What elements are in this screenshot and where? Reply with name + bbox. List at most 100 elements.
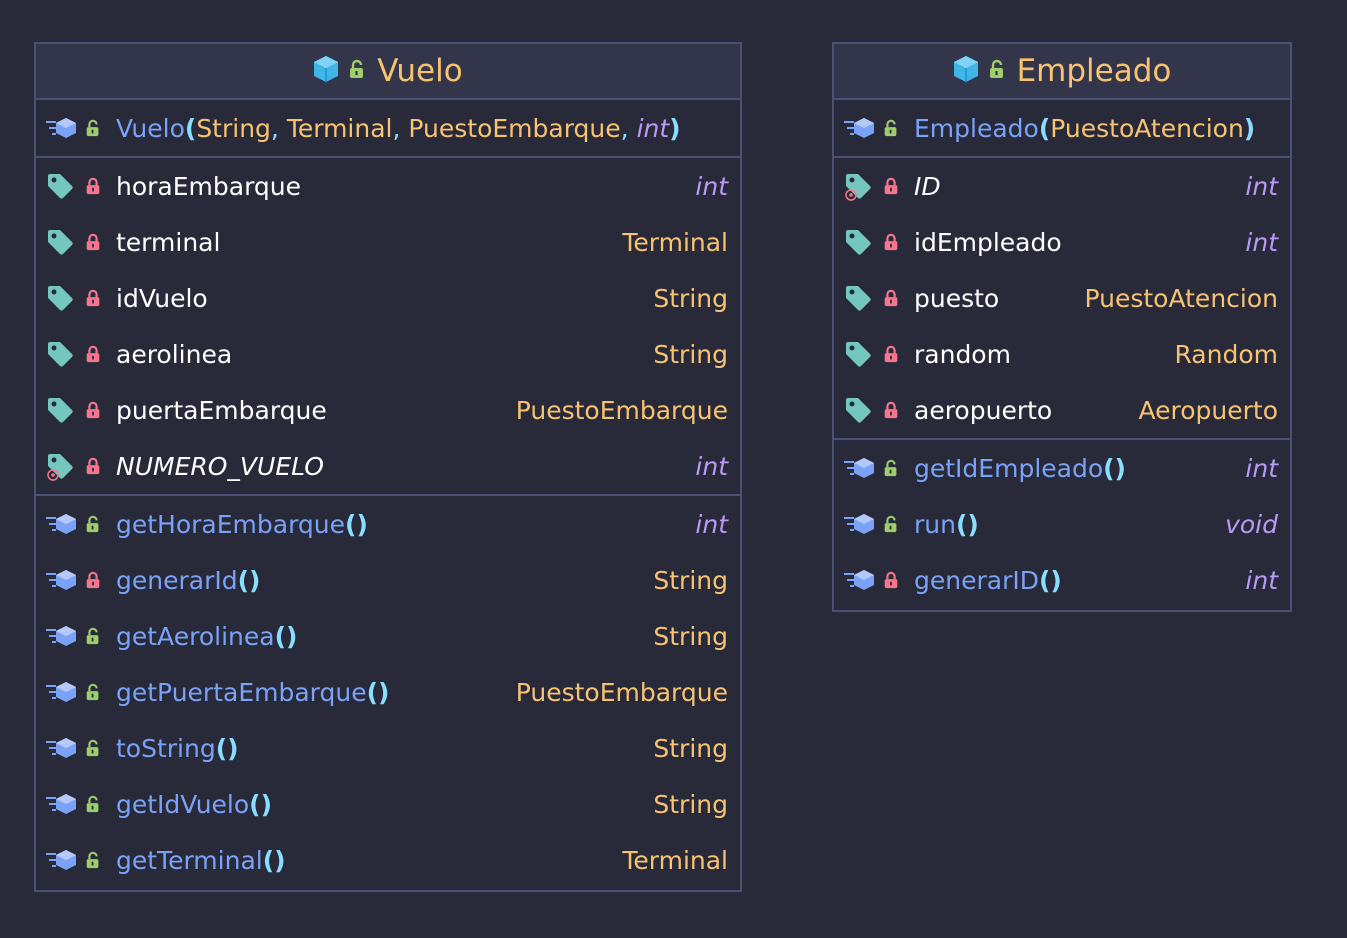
- method-return-type: String: [653, 565, 728, 595]
- method-return-type: int: [695, 509, 728, 539]
- field-name: idEmpleado: [914, 227, 1062, 257]
- method-name: getHoraEmbarque: [116, 509, 346, 539]
- field-type: int: [1245, 171, 1278, 201]
- field-type: PuestoAtencion: [1084, 283, 1278, 313]
- method-parens: (): [249, 789, 273, 819]
- method-row[interactable]: getPuertaEmbarque() PuestoEmbarque: [36, 664, 740, 720]
- field-tag-icon: [46, 172, 80, 200]
- method-row[interactable]: getAerolinea()String: [36, 608, 740, 664]
- method-return-type: void: [1225, 509, 1278, 539]
- constructor-row[interactable]: Empleado(PuestoAtencion): [834, 100, 1290, 156]
- locked-icon: [80, 340, 106, 368]
- method-name: getAerolinea: [116, 621, 275, 651]
- field-tag-icon: [844, 340, 878, 368]
- method-parens: (): [955, 509, 979, 539]
- field-type: Aeropuerto: [1138, 395, 1278, 425]
- unlocked-icon: [878, 114, 904, 142]
- method-row[interactable]: getIdVuelo() String: [36, 776, 740, 832]
- class-icon: [953, 55, 979, 87]
- method-icon: [46, 678, 80, 706]
- class-header: Empleado: [834, 44, 1290, 100]
- class-name[interactable]: Empleado: [1016, 53, 1172, 89]
- constructor-section: Vuelo(String, Terminal, PuestoEmbarque, …: [36, 100, 740, 158]
- locked-icon: [80, 172, 106, 200]
- locked-icon: [80, 452, 106, 480]
- method-return-type: String: [653, 789, 728, 819]
- locked-icon: [878, 228, 904, 256]
- method-icon: [46, 734, 80, 762]
- field-row[interactable]: puesto PuestoAtencion: [834, 270, 1290, 326]
- field-name: horaEmbarque: [116, 171, 302, 201]
- locked-icon: [878, 172, 904, 200]
- param-type: PuestoAtencion: [1050, 113, 1244, 143]
- method-parens: (): [366, 677, 390, 707]
- unlocked-icon: [878, 510, 904, 538]
- locked-icon: [80, 396, 106, 424]
- param-type: Terminal: [286, 113, 393, 143]
- method-return-type: Terminal: [622, 845, 728, 875]
- method-icon: [844, 566, 878, 594]
- field-name: puesto: [914, 283, 1000, 313]
- method-name: generarId: [116, 565, 238, 595]
- method-icon: [46, 566, 80, 594]
- method-signature: getPuertaEmbarque(): [116, 678, 389, 707]
- method-row[interactable]: getIdEmpleado()int: [834, 440, 1290, 496]
- close-paren: ): [669, 113, 681, 143]
- unlocked-icon: [80, 678, 106, 706]
- field-type: String: [653, 339, 728, 369]
- constructor-row[interactable]: Vuelo(String, Terminal, PuestoEmbarque, …: [36, 100, 740, 156]
- method-parens: (): [215, 733, 239, 763]
- locked-icon: [878, 340, 904, 368]
- close-paren: ): [1243, 113, 1256, 143]
- method-return-type: PuestoEmbarque: [515, 677, 728, 707]
- method-return-type: String: [653, 621, 728, 651]
- constructor-name: Vuelo: [116, 113, 185, 143]
- param-type: int: [636, 113, 670, 143]
- method-parens: (): [262, 845, 286, 875]
- method-name: getIdVuelo: [116, 789, 250, 819]
- method-row[interactable]: generarId() String: [36, 552, 740, 608]
- method-row[interactable]: generarID()int: [834, 552, 1290, 608]
- method-icon: [844, 454, 878, 482]
- method-signature: getIdVuelo(): [116, 790, 272, 819]
- constructor-signature: Vuelo(String, Terminal, PuestoEmbarque, …: [116, 114, 681, 143]
- method-icon: [46, 790, 80, 818]
- constructor-section: Empleado(PuestoAtencion): [834, 100, 1290, 158]
- field-name: idVuelo: [116, 283, 208, 313]
- method-row[interactable]: toString()String: [36, 720, 740, 776]
- param-type: PuestoEmbarque: [408, 113, 621, 143]
- method-row[interactable]: run()void: [834, 496, 1290, 552]
- method-return-type: int: [1245, 453, 1278, 483]
- method-icon: [46, 114, 80, 142]
- field-type: PuestoEmbarque: [515, 395, 728, 425]
- unlocked-icon: [878, 454, 904, 482]
- method-name: generarID: [914, 565, 1039, 595]
- class-name[interactable]: Vuelo: [377, 53, 463, 89]
- method-signature: generarID(): [914, 566, 1062, 595]
- comma: ,: [270, 113, 287, 143]
- method-row[interactable]: getTerminal()Terminal: [36, 832, 740, 888]
- field-tag-icon: [844, 284, 878, 312]
- locked-icon: [878, 396, 904, 424]
- static-field-tag-icon: [46, 452, 80, 481]
- field-name: aeropuerto: [914, 395, 1053, 425]
- locked-icon: [80, 284, 106, 312]
- method-parens: (): [237, 565, 261, 595]
- method-row[interactable]: getHoraEmbarque()int: [36, 496, 740, 552]
- field-type: Random: [1174, 339, 1278, 369]
- locked-icon: [878, 566, 904, 594]
- field-row[interactable]: aeropuerto Aeropuerto: [834, 382, 1290, 438]
- method-signature: generarId(): [116, 566, 260, 595]
- unlocked-icon: [80, 510, 106, 538]
